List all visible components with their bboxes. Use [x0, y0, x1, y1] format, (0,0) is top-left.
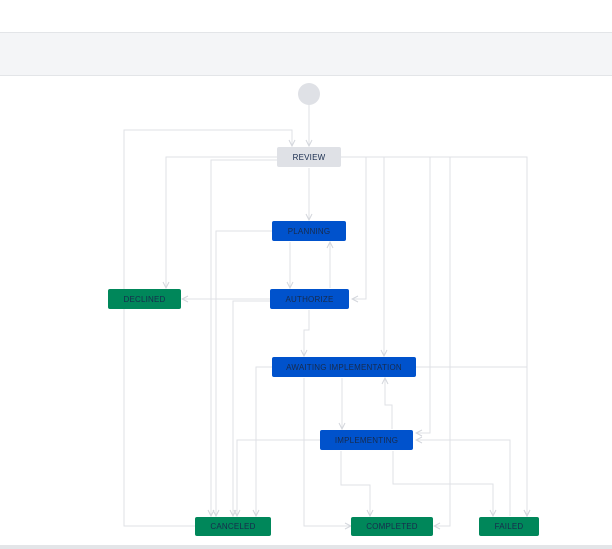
status-implementing[interactable]: IMPLEMENTING: [320, 430, 413, 450]
transition-awaiting-canceled: [256, 366, 272, 516]
transition-failed-implementing: [416, 440, 511, 516]
transition-implementing-failed: [392, 451, 493, 516]
status-authorize[interactable]: AUTHORIZE: [270, 289, 349, 309]
status-completed[interactable]: COMPLETED: [351, 517, 433, 536]
bottom-border: [0, 545, 612, 549]
status-review[interactable]: REVIEW: [277, 147, 341, 167]
transition-review-completed: [341, 156, 451, 526]
transition-awaiting-completed: [303, 378, 351, 526]
transition-review-declined: [166, 156, 277, 288]
transition-authorize-canceled: [233, 300, 270, 516]
transition-planning-canceled: [216, 230, 272, 516]
transition-review-canceled: [211, 159, 277, 516]
status-planning[interactable]: PLANNING: [272, 221, 346, 241]
transition-review-awaiting: [341, 156, 384, 356]
status-declined[interactable]: DECLINED: [108, 289, 181, 309]
transition-authorize-awaiting: [304, 310, 310, 356]
transition-review-failed: [341, 156, 527, 516]
status-awaiting-implementation[interactable]: AWAITING IMPLEMENTATION: [272, 357, 416, 377]
status-canceled[interactable]: CANCELED: [195, 517, 271, 536]
transition-implementing-completed: [340, 451, 370, 516]
transition-awaiting-failed: [416, 366, 527, 516]
status-failed[interactable]: FAILED: [479, 517, 539, 536]
transition-implementing-canceled: [237, 439, 320, 516]
transition-loop-review: [123, 129, 292, 527]
toolbar-area: [0, 32, 612, 76]
transition-implementing-awaiting: [385, 378, 393, 429]
workflow-start-node[interactable]: [298, 83, 320, 105]
